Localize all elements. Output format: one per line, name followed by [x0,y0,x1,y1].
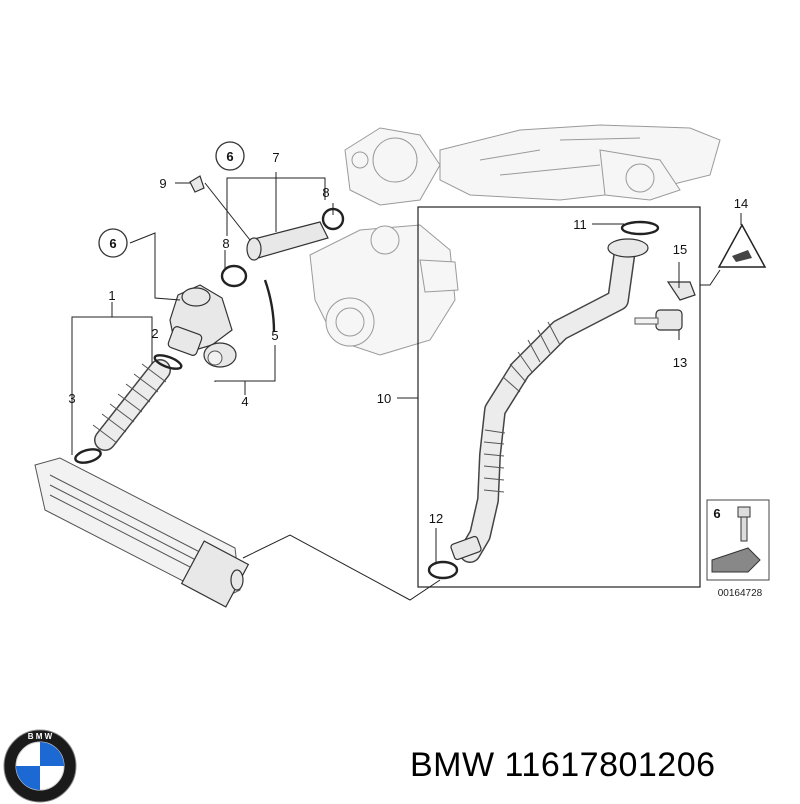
callout-1: 1 [108,288,115,303]
intercooler [34,457,250,608]
charge-pipe-corrugated [74,359,171,464]
brand-name: BMW [410,746,495,784]
part-number: 11617801206 [504,746,716,784]
callout-15: 15 [673,242,687,257]
hose-clamp-2 [153,354,183,370]
drawing-number: 00164728 [718,588,763,599]
callout-6-left: 6 [109,236,116,251]
callout-12: 12 [429,511,443,526]
legend-box [706,499,770,581]
callout-4: 4 [241,394,248,409]
charge-air-pipe [167,284,237,368]
turbo-outlet-pipe [220,207,345,333]
callout-13: 13 [673,355,687,370]
logo-letters: B M W [28,732,53,741]
callout-11: 11 [573,217,587,232]
brand-row: B M W BMW 11617801206 [0,708,800,803]
callout-14: 14 [734,196,748,211]
callout-10: 10 [377,391,391,406]
callout-2: 2 [151,326,158,341]
callout-3: 3 [68,391,75,406]
callout-circle [98,228,128,258]
clip-9 [189,175,205,193]
callout-labels: 1 2 3 4 5 6 6 6 7 8 8 9 10 11 12 13 14 1… [68,149,762,599]
callout-9: 9 [159,176,166,191]
engine-background [309,124,721,356]
callout-circle [215,141,245,171]
part-label: BMW 11617801206 [410,746,716,785]
callout-7: 7 [272,150,279,165]
callout-5: 5 [271,328,278,343]
detail-frame [417,206,701,588]
bmw-logo-icon: B M W [3,729,77,803]
warning-label-icon [717,223,767,268]
callout-6-top: 6 [226,149,233,164]
leader-lines [71,172,742,601]
charge-air-hose [427,220,660,580]
callout-6-legend: 6 [713,506,720,521]
callout-8-left: 8 [222,236,229,251]
pressure-sensor [634,281,696,331]
callout-8-right: 8 [322,185,329,200]
